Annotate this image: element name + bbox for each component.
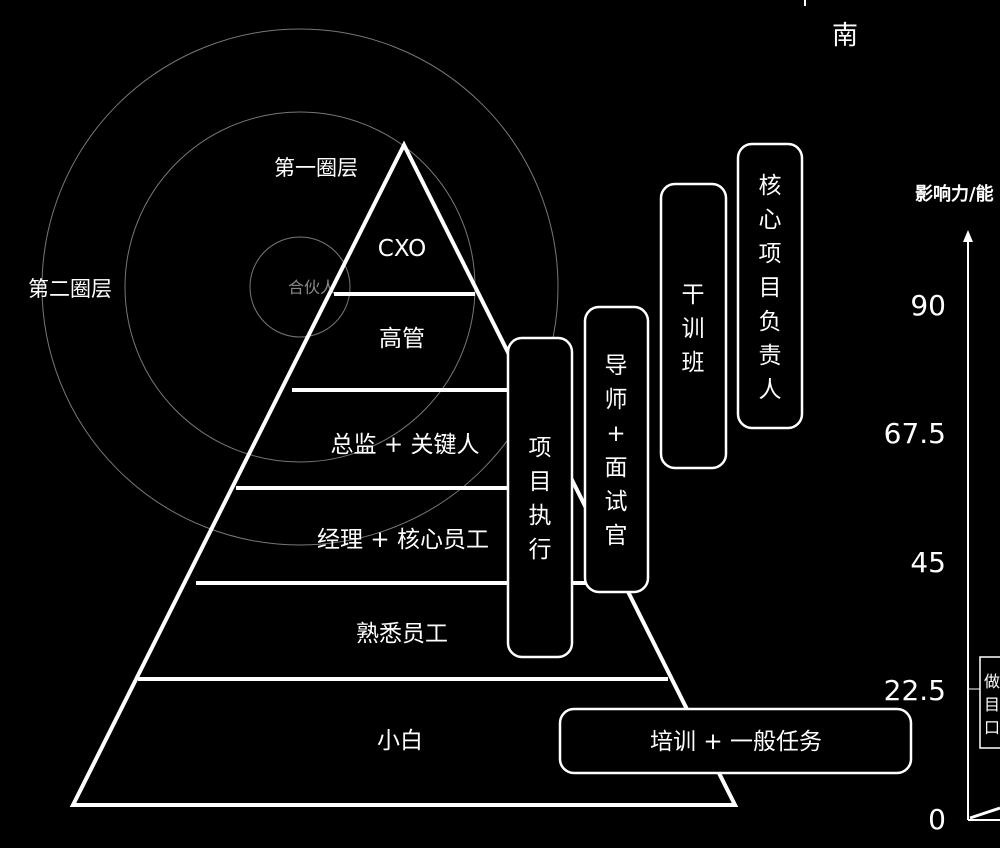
axis-title: 影响力/能 [915, 183, 994, 205]
level-familiar-staff: 熟悉员工 [356, 621, 448, 647]
mentor-text: 导 师 + 面 试 官 [605, 353, 628, 549]
char: 目 [759, 275, 782, 301]
tick-label: 45 [910, 546, 946, 579]
y-ticks: 90 67.5 45 22.5 0 [884, 289, 946, 836]
char: 导 [605, 353, 628, 379]
char: 核 [759, 173, 782, 199]
project-exec-text: 项 目 执 行 [529, 435, 552, 563]
char: + [606, 421, 625, 447]
second-ring-label: 第二圈层 [28, 277, 112, 301]
partner-label: 合伙人 [288, 278, 336, 297]
first-ring-label: 第一圈层 [274, 156, 358, 180]
char: 训 [682, 316, 705, 342]
side-box-text: 做 目 口 [984, 672, 1000, 737]
char: 班 [682, 350, 705, 376]
char: 心 [759, 207, 782, 233]
outer-ring [41, 28, 559, 546]
tick-label: 22.5 [884, 674, 946, 707]
char: 试 [605, 489, 628, 515]
top-label: 南 [832, 21, 858, 51]
level-executives: 高管 [379, 326, 425, 352]
char: 面 [605, 455, 628, 481]
char: 干 [682, 282, 705, 308]
char: 做 [984, 672, 1000, 691]
char: 负 [759, 309, 782, 335]
core-lead-box [736, 142, 804, 430]
training-tasks-label: 培训 + 一般任务 [650, 729, 822, 755]
training-class-text: 干 训 班 [682, 282, 705, 376]
char: 项 [759, 241, 782, 267]
tick-label: 67.5 [884, 417, 946, 450]
char: 官 [605, 523, 628, 549]
char: 口 [984, 718, 1000, 737]
char: 师 [605, 387, 628, 413]
char: 行 [529, 537, 552, 563]
project-exec-box [506, 336, 574, 659]
training-class-box [659, 182, 728, 470]
axis-arrow-icon [963, 230, 973, 242]
level-newcomer: 小白 [377, 728, 423, 754]
core-lead-text: 核 心 项 目 负 责 人 [759, 173, 782, 403]
training-tasks-box [558, 707, 913, 775]
char: 执 [529, 503, 552, 529]
char: 目 [984, 695, 1000, 714]
trend-line [969, 806, 1000, 820]
mentor-box [583, 305, 650, 594]
inner-ring [249, 236, 351, 338]
tick-label: 0 [928, 803, 946, 836]
tick-label: 90 [910, 289, 946, 322]
side-box [979, 656, 1000, 749]
char: 目 [529, 469, 552, 495]
level-cxo: CXO [378, 236, 426, 262]
level-directors: 总监 + 关键人 [331, 432, 480, 458]
char: 人 [759, 377, 782, 403]
char: 项 [529, 435, 552, 461]
level-managers: 经理 + 核心员工 [317, 527, 489, 553]
char: 责 [759, 343, 782, 369]
